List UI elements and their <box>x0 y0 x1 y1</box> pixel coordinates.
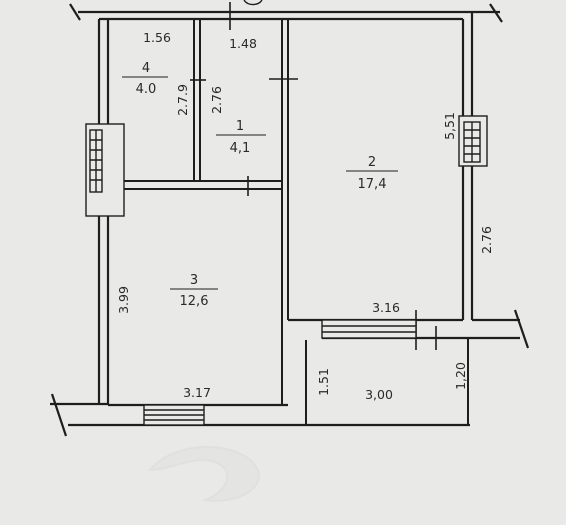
room-3-number: 3 <box>190 273 198 288</box>
dim-room2-depth-right: 5,51 <box>442 112 457 140</box>
room3-window <box>143 404 205 426</box>
dim-room2-width-bottom: 3.16 <box>372 300 400 315</box>
room-2-number: 2 <box>368 155 376 170</box>
top-circle-mark <box>243 0 263 6</box>
room-1-area: 4,1 <box>230 141 251 156</box>
dim-loggia-left: 1.51 <box>316 368 331 396</box>
dim-room3-depth: 3.99 <box>116 286 131 314</box>
right-radiator <box>458 115 488 167</box>
bottom-left-break <box>50 393 68 437</box>
room-4-number: 4 <box>142 61 150 76</box>
room-1-number: 1 <box>236 119 244 134</box>
room-4-label: 4 4.0 <box>122 61 168 97</box>
right-extension-break <box>513 309 530 349</box>
dimension-labels: 1.56 1.48 2.7.9 2.76 5,51 2.76 3.16 3.99… <box>116 30 494 402</box>
dim-room1-depth: 2.76 <box>209 86 224 114</box>
dim-room4-depth: 2.7.9 <box>175 84 190 116</box>
room-3-area: 12,6 <box>180 294 209 309</box>
room-2-label: 2 17,4 <box>346 155 398 192</box>
room-3-label: 3 12,6 <box>170 273 218 309</box>
dim-room1-width: 1.48 <box>229 36 257 51</box>
room2-window <box>321 319 417 339</box>
dim-loggia-right: 1,20 <box>453 362 468 390</box>
room-4-area: 4.0 <box>136 82 157 97</box>
top-right-break <box>489 3 503 23</box>
left-radiator <box>85 123 125 217</box>
room-1-label: 1 4,1 <box>216 119 266 156</box>
windows <box>85 115 488 426</box>
dim-balcony-side: 2.76 <box>479 226 494 254</box>
dim-room4-width: 1.56 <box>143 30 171 45</box>
watermark-logo <box>147 445 260 502</box>
room-2-area: 17,4 <box>358 177 387 192</box>
dim-loggia-width: 3,00 <box>365 387 393 402</box>
top-left-break <box>69 3 81 21</box>
dim-room3-width-bottom: 3.17 <box>183 385 211 400</box>
interior-walls <box>108 19 469 425</box>
